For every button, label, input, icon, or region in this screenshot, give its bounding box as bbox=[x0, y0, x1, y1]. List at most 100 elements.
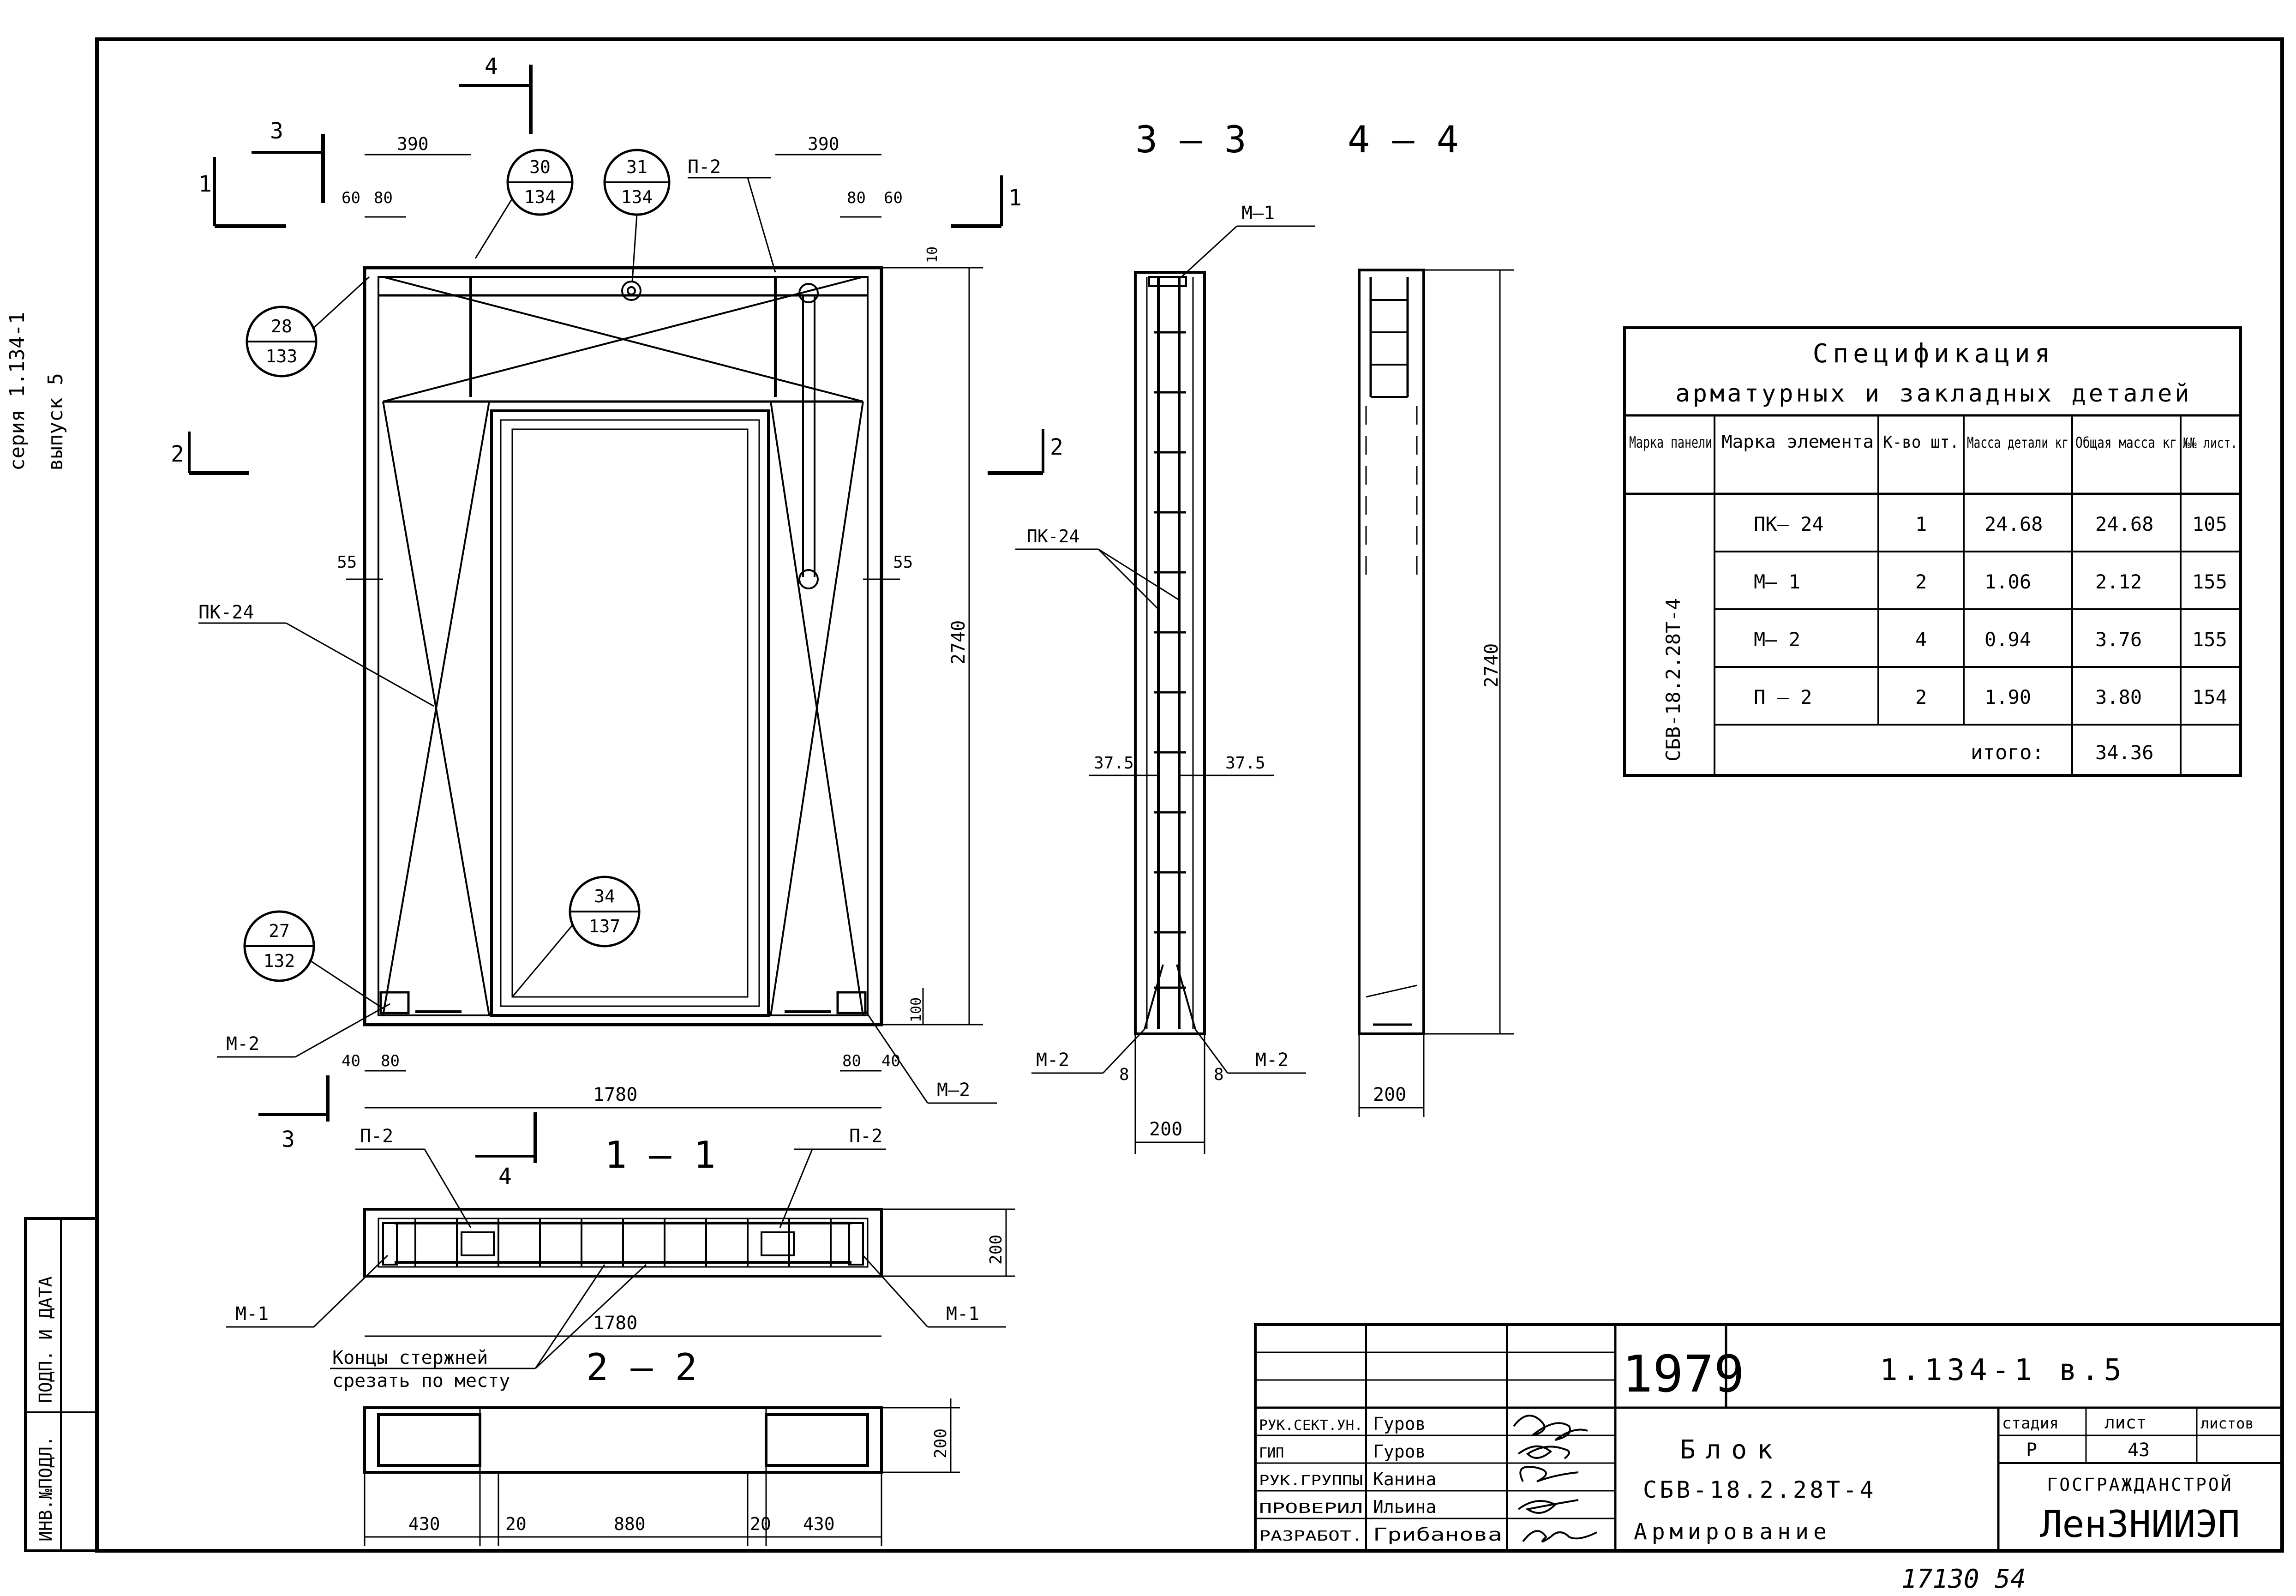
spec-row1-total: 24.68 bbox=[2095, 513, 2153, 535]
tb-role-1: РУК.СЕКТ.УН. bbox=[1259, 1417, 1363, 1434]
elev-dim-55-right: 55 bbox=[893, 553, 913, 572]
s22-dim-200: 200 bbox=[931, 1428, 950, 1458]
tb-code: 1.134-1 в.5 bbox=[1880, 1353, 2126, 1387]
spec-row4-total: 3.80 bbox=[2095, 686, 2142, 708]
s11-label-m1-right: М-1 bbox=[946, 1303, 979, 1325]
s33-dim-8-right: 8 bbox=[1214, 1065, 1224, 1084]
issue-label: выпуск 5 bbox=[44, 373, 67, 471]
elevation-view: 390 390 60 80 80 60 10 2740 55 55 100 40… bbox=[171, 54, 1063, 1189]
spec-header-mass: Масса детали кг bbox=[1967, 434, 2068, 451]
cut-marker-4-bottom: 4 bbox=[475, 1112, 537, 1189]
s22-dim-880: 880 bbox=[614, 1514, 646, 1534]
callout-28-133: 28 133 bbox=[246, 276, 370, 378]
s11-note-line1: Концы стержней bbox=[332, 1347, 488, 1368]
section-3-3-title: 3 – 3 bbox=[1135, 118, 1247, 161]
tb-name-3: Канина bbox=[1373, 1469, 1436, 1489]
svg-text:1: 1 bbox=[198, 171, 212, 197]
callout-top: 31 bbox=[626, 157, 647, 177]
callout-bottom: 134 bbox=[621, 187, 653, 207]
elev-dim-40-left: 40 bbox=[342, 1052, 360, 1070]
elev-dim-80-bl: 80 bbox=[381, 1052, 400, 1070]
elev-dim-390-left: 390 bbox=[397, 134, 429, 154]
elev-dim-100: 100 bbox=[908, 997, 924, 1022]
callout-top: 28 bbox=[271, 316, 292, 336]
spec-row2-total: 2.12 bbox=[2095, 570, 2142, 593]
section-4-4-title: 4 – 4 bbox=[1348, 118, 1459, 161]
cut-marker-4-top: 4 bbox=[459, 54, 533, 134]
spec-header-element: Марка элемента bbox=[1721, 432, 1874, 452]
tb-name-1: Гуров bbox=[1373, 1414, 1426, 1434]
tb-role-5: РАЗРАБОТ. bbox=[1259, 1528, 1363, 1544]
spec-title2: арматурных и закладных деталей bbox=[1675, 380, 2192, 408]
spec-row1-element: ПК— 24 bbox=[1754, 513, 1824, 535]
spec-row4-element: П — 2 bbox=[1754, 686, 1812, 708]
callout-27-132: 27 132 bbox=[243, 910, 384, 1009]
s33-label-m2-left: М-2 bbox=[1036, 1050, 1069, 1071]
elev-dim-80-right: 80 bbox=[847, 189, 866, 207]
cut-marker-3-top: 3 bbox=[252, 118, 325, 203]
tb-stage: Р bbox=[2026, 1440, 2037, 1461]
s11-note-line2: срезать по месту bbox=[332, 1370, 510, 1392]
spec-row3-sheet: 155 bbox=[2192, 628, 2227, 651]
cut-marker-1-right: 1 bbox=[951, 175, 1022, 228]
s33-dim-200: 200 bbox=[1149, 1119, 1182, 1140]
callout-34-137: 34 137 bbox=[511, 876, 641, 997]
tb-year: 1979 bbox=[1622, 1344, 1744, 1404]
s33-label-m2-right: М-2 bbox=[1255, 1050, 1289, 1071]
elev-dim-40-right: 40 bbox=[881, 1052, 900, 1070]
callout-top: 34 bbox=[594, 886, 615, 906]
cut-marker-1-left: 1 bbox=[198, 157, 286, 228]
s33-dim-375-right: 37.5 bbox=[1225, 754, 1265, 773]
svg-text:3: 3 bbox=[270, 118, 283, 144]
s44-dim-200: 200 bbox=[1373, 1084, 1406, 1105]
sheet-frame bbox=[95, 37, 2284, 1553]
spec-total-label: итого: bbox=[1971, 741, 2044, 764]
svg-text:1: 1 bbox=[1008, 185, 1022, 211]
elev-dim-1780: 1780 bbox=[593, 1084, 637, 1105]
tb-title-3: Армирование bbox=[1634, 1519, 1831, 1545]
callout-bottom: 132 bbox=[264, 951, 295, 971]
callout-bottom: 134 bbox=[524, 187, 556, 207]
svg-text:4: 4 bbox=[498, 1164, 512, 1189]
s44-dim-2740: 2740 bbox=[1481, 643, 1502, 688]
elev-dim-80-left: 80 bbox=[374, 189, 393, 207]
elev-dim-55-left: 55 bbox=[337, 553, 357, 572]
title-block: 1979 1.134-1 в.5 РУК.СЕКТ.УН. Гуров ГИП … bbox=[1254, 1323, 2284, 1552]
spec-row2-sheet: 155 bbox=[2192, 570, 2227, 593]
s33-label-m1: М—1 bbox=[1241, 203, 1275, 224]
callout-top: 27 bbox=[269, 921, 290, 941]
callout-30-134: 30 134 bbox=[474, 149, 574, 259]
section-4-4: 4 – 4 2740 200 bbox=[1348, 118, 1514, 1117]
tb-role-4: ПРОВЕРИЛ bbox=[1259, 1500, 1363, 1517]
spec-row2-qty: 2 bbox=[1915, 570, 1927, 593]
elev-dim-390-right: 390 bbox=[808, 134, 839, 154]
side-stamp: ИНВ.№ПОДЛ. ПОДП. И ДАТА bbox=[24, 1217, 98, 1552]
s11-dim-200: 200 bbox=[987, 1235, 1006, 1265]
callout-31-134: 31 134 bbox=[603, 149, 671, 282]
spec-row3-mass: 0.94 bbox=[1984, 628, 2031, 651]
section-3-3: 3 – 3 М—1 ПК-24 37.5 37.5 М-2 bbox=[1015, 118, 1315, 1154]
tb-role-3: РУК.ГРУППЫ bbox=[1259, 1473, 1363, 1489]
elev-label-m2-right: М—2 bbox=[937, 1080, 970, 1101]
inv-label: ИНВ.№ПОДЛ. bbox=[36, 1436, 56, 1542]
spec-header-panel: Марка панели bbox=[1629, 433, 1712, 452]
s33-dim-8-left: 8 bbox=[1119, 1065, 1129, 1084]
elev-dim-60-right: 60 bbox=[884, 189, 903, 207]
footer-number: 17130 54 bbox=[1901, 1564, 2026, 1594]
elev-label-p2: П-2 bbox=[688, 156, 721, 178]
svg-text:4: 4 bbox=[485, 54, 498, 79]
tb-title-1: Блок bbox=[1680, 1435, 1783, 1465]
s22-dim-20-right: 20 bbox=[750, 1514, 771, 1534]
elev-dim-80-br: 80 bbox=[842, 1052, 861, 1070]
tb-name-2: Гуров bbox=[1373, 1441, 1426, 1462]
spec-row1-qty: 1 bbox=[1915, 513, 1927, 535]
section-2-2: 2 – 2 200 430 20 880 20 430 bbox=[363, 1346, 960, 1546]
s22-dim-20-left: 20 bbox=[505, 1514, 527, 1534]
spec-row2-mass: 1.06 bbox=[1984, 570, 2031, 593]
section-1-1: 1 – 1 П-2 П-2 М-1 М-1 200 bbox=[226, 1126, 1015, 1392]
spec-row2-element: М— 1 bbox=[1754, 570, 1800, 593]
svg-text:2: 2 bbox=[1050, 434, 1063, 460]
spec-row3-total: 3.76 bbox=[2095, 628, 2142, 651]
tb-sheet: 43 bbox=[2128, 1440, 2150, 1461]
